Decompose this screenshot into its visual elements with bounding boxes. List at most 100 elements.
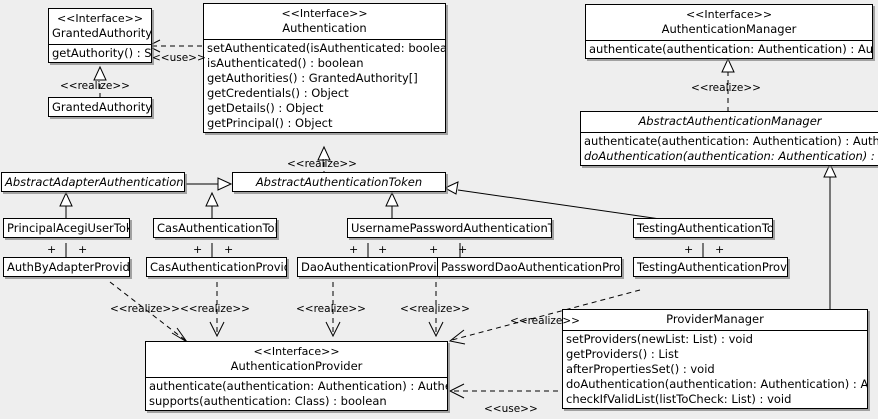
class-box-abstract-adapter-authentication-token[interactable]: AbstractAdapterAuthenticationToken bbox=[1, 172, 185, 192]
arrow-realize-testing bbox=[448, 329, 466, 345]
assoc-plus-mark: + bbox=[47, 243, 57, 256]
triangle-generalize-abstractauthenticationtoken-cas bbox=[205, 191, 219, 207]
class-box-dao-authentication-provider[interactable]: DaoAuthenticationProvider bbox=[297, 257, 438, 277]
class-stereotype: <<Interface>> bbox=[685, 8, 773, 21]
arrow-realize-cas bbox=[209, 321, 225, 338]
class-divider bbox=[49, 44, 151, 45]
operation-row: getAuthority() : String bbox=[52, 46, 152, 60]
class-name: GrantedAuthority bbox=[52, 26, 152, 40]
class-name: AuthenticationProvider bbox=[230, 359, 363, 373]
class-operations-authentication-manager: authenticate(authentication: Authenticat… bbox=[586, 41, 872, 58]
edge-label-realize-password-dao-authentication-provider: <<realize>> bbox=[400, 303, 470, 315]
class-operations-granted-authority: getAuthority() : String bbox=[49, 45, 151, 62]
operation-row: getAuthorities() : GrantedAuthority[] bbox=[207, 71, 418, 85]
class-operations-authentication: setAuthenticated(isAuthenticated: boolea… bbox=[204, 40, 445, 132]
assoc-plus-mark: + bbox=[349, 243, 359, 256]
assoc-plus-mark: + bbox=[715, 243, 725, 256]
class-box-password-dao-authentication-provider[interactable]: PasswordDaoAuthenticationProvider bbox=[437, 257, 622, 277]
operation-row: checkIfValidList(listToCheck: List) : vo… bbox=[566, 392, 792, 406]
class-stereotype: <<Interface>> bbox=[253, 345, 340, 358]
class-box-cas-authentication-provider[interactable]: CasAuthenticationProvider bbox=[146, 257, 287, 277]
operation-row: isAuthenticated() : boolean bbox=[207, 56, 364, 70]
class-header-provider-manager: ProviderManager bbox=[563, 310, 867, 330]
class-name: CasAuthenticationProvider bbox=[150, 260, 286, 274]
class-box-username-password-authentication-token[interactable]: UsernamePasswordAuthenticationToken bbox=[347, 218, 552, 238]
edge-label-realize-auth-by-adapter-provider: <<realize>> bbox=[110, 303, 180, 315]
operation-row: doAuthentication(authentication: Authent… bbox=[566, 377, 868, 391]
class-header-granted-authority: <<Interface>> GrantedAuthority bbox=[49, 9, 151, 44]
class-name: AuthenticationManager bbox=[661, 22, 797, 36]
class-divider bbox=[563, 330, 867, 331]
class-box-testing-authentication-provider[interactable]: TestingAuthenticationProvider bbox=[633, 257, 788, 277]
class-box-principal-acegi-user-token[interactable]: PrincipalAcegiUserToken bbox=[3, 218, 130, 238]
class-name: AbstractAuthenticationToken bbox=[255, 175, 423, 189]
operation-row: getDetails() : Object bbox=[207, 101, 324, 115]
operation-row: authenticate(authentication: Authenticat… bbox=[149, 379, 447, 393]
class-name: AbstractAdapterAuthenticationToken bbox=[5, 175, 184, 189]
operation-row: authenticate(authentication: Authenticat… bbox=[589, 42, 873, 56]
class-name: ProviderManager bbox=[666, 312, 764, 326]
operation-row: getPrincipal() : Object bbox=[207, 116, 333, 130]
edge-label-use-provider-manager: <<use>> bbox=[484, 403, 538, 415]
triangle-generalize-abstractauthenticationtoken-right bbox=[443, 181, 459, 195]
operation-row: setProviders(newList: List) : void bbox=[566, 332, 753, 346]
class-name: AbstractAuthenticationManager bbox=[638, 114, 822, 128]
class-box-cas-authentication-token[interactable]: CasAuthenticationToken bbox=[153, 218, 277, 238]
class-name: AuthByAdapterProvider bbox=[7, 260, 130, 274]
class-divider bbox=[204, 39, 445, 40]
assoc-plus-mark: + bbox=[78, 243, 88, 256]
arrow-realize-authbyadapter bbox=[171, 327, 188, 343]
class-operations-abstract-authentication-manager: authenticate(authentication: Authenticat… bbox=[581, 133, 878, 165]
class-box-testing-authentication-token[interactable]: TestingAuthenticationToken bbox=[633, 218, 773, 238]
assoc-plus-mark: + bbox=[193, 243, 203, 256]
class-stereotype: <<Interface>> bbox=[56, 12, 144, 25]
class-box-granted-authority[interactable]: <<Interface>> GrantedAuthority getAuthor… bbox=[48, 8, 152, 63]
class-box-authentication-manager[interactable]: <<Interface>> AuthenticationManager auth… bbox=[585, 4, 873, 59]
assoc-plus-mark: + bbox=[458, 243, 468, 256]
class-divider bbox=[146, 377, 447, 378]
edge-label-realize-cas-authentication-provider: <<realize>> bbox=[180, 303, 250, 315]
class-box-abstract-authentication-token[interactable]: AbstractAuthenticationToken bbox=[232, 172, 446, 192]
operation-row: afterPropertiesSet() : void bbox=[566, 362, 715, 376]
class-header-authentication: <<Interface>> Authentication bbox=[204, 4, 445, 39]
class-name: PasswordDaoAuthenticationProvider bbox=[441, 260, 621, 274]
assoc-plus-mark: + bbox=[224, 243, 234, 256]
arrow-realize-passworddao bbox=[428, 321, 444, 338]
triangle-generalize-abstractauthenticationtoken-left bbox=[217, 177, 233, 191]
edge-label-realize-authentication-manager: <<realize>> bbox=[691, 82, 761, 94]
class-header-authentication-manager: <<Interface>> AuthenticationManager bbox=[586, 5, 872, 40]
class-name: UsernamePasswordAuthenticationToken bbox=[351, 221, 551, 235]
class-name: DaoAuthenticationProvider bbox=[301, 260, 437, 274]
class-name: PrincipalAcegiUserToken bbox=[7, 221, 129, 235]
class-box-authentication[interactable]: <<Interface>> Authentication setAuthenti… bbox=[203, 3, 446, 133]
class-name: GrantedAuthorityImpl bbox=[52, 100, 152, 114]
class-box-auth-by-adapter-provider[interactable]: AuthByAdapterProvider bbox=[3, 257, 130, 277]
class-box-provider-manager[interactable]: ProviderManager setProviders(newList: Li… bbox=[562, 309, 868, 409]
class-box-authentication-provider[interactable]: <<Interface>> AuthenticationProvider aut… bbox=[145, 341, 448, 411]
class-operations-provider-manager: setProviders(newList: List) : void getPr… bbox=[563, 331, 867, 408]
operation-row: setAuthenticated(isAuthenticated: boolea… bbox=[207, 41, 446, 55]
class-stereotype: <<Interface>> bbox=[281, 7, 368, 20]
operation-row: supports(authentication: Class) : boolea… bbox=[149, 394, 387, 408]
triangle-generalize-abstractauthenticationtoken-upw bbox=[385, 191, 399, 207]
operation-row-abstract: doAuthentication(authentication: Authent… bbox=[584, 149, 878, 163]
triangle-generalize-abstractadapter bbox=[59, 191, 73, 207]
assoc-plus-mark: + bbox=[429, 243, 439, 256]
triangle-realize-authenticationmanager bbox=[721, 57, 735, 73]
class-header-abstract-authentication-manager: AbstractAuthenticationManager bbox=[581, 112, 878, 132]
class-name: TestingAuthenticationToken bbox=[637, 221, 772, 235]
class-operations-authentication-provider: authenticate(authentication: Authenticat… bbox=[146, 378, 447, 410]
class-header-authentication-provider: <<Interface>> AuthenticationProvider bbox=[146, 342, 447, 377]
class-divider bbox=[586, 40, 872, 41]
arrow-use-authenticationprovider bbox=[448, 383, 465, 399]
class-name: Authentication bbox=[282, 21, 367, 35]
edge-label-realize-granted-authority-impl: <<realize>> bbox=[60, 80, 130, 92]
arrow-realize-dao bbox=[325, 321, 341, 338]
assoc-plus-mark: + bbox=[378, 243, 388, 256]
class-box-granted-authority-impl[interactable]: GrantedAuthorityImpl bbox=[48, 97, 152, 117]
class-name: TestingAuthenticationProvider bbox=[637, 260, 787, 274]
class-divider bbox=[581, 132, 878, 133]
class-box-abstract-authentication-manager[interactable]: AbstractAuthenticationManager authentica… bbox=[580, 111, 878, 166]
edge-label-realize-dao-authentication-provider: <<realize>> bbox=[296, 303, 366, 315]
